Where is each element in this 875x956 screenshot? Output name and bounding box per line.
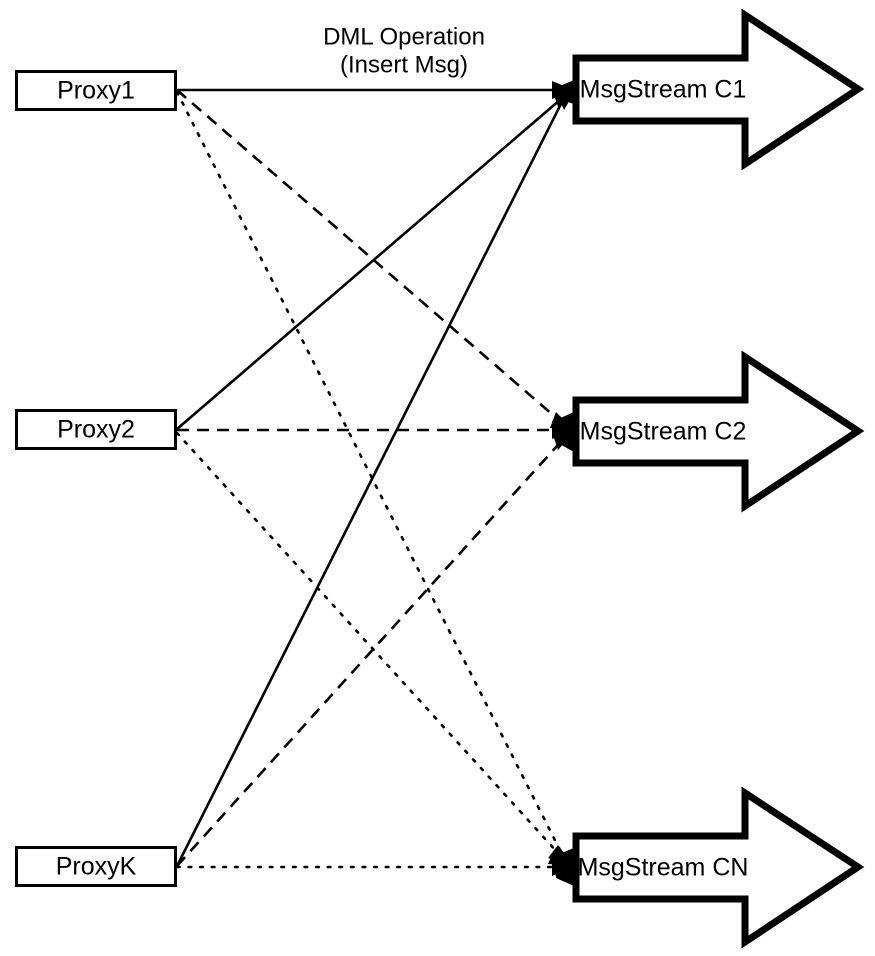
proxyk-box[interactable] — [15, 846, 177, 887]
msgstream-node-c1[interactable]: MsgStream C1 — [572, 8, 865, 171]
proxy2-box[interactable] — [15, 409, 177, 450]
proxy2-label: Proxy2 — [57, 416, 135, 444]
arrowhead-merge-c2 — [556, 412, 574, 452]
msgstream-group: MsgStream C1 MsgStream C2 MsgStream CN — [572, 8, 865, 949]
edge-proxyk-to-c1 — [175, 93, 568, 867]
msgstream-c2-label: MsgStream C2 — [580, 418, 747, 446]
msgstream-c1-arrow-shape[interactable] — [572, 8, 865, 171]
proxy-group: Proxy1 Proxy2 ProxyK — [15, 70, 177, 887]
proxy-node-proxy1[interactable]: Proxy1 — [15, 70, 177, 111]
edge-group — [175, 88, 572, 869]
dml-operation-label: DML Operation (Insert Msg) — [323, 23, 485, 78]
arrowhead-cluster-c1 — [552, 80, 574, 110]
edge-proxy2-to-c1 — [176, 92, 569, 430]
arrowhead-group — [548, 80, 574, 886]
arrowhead-merge-c1 — [556, 80, 574, 104]
arrowhead-cluster-c2 — [550, 412, 574, 452]
msgstream-cn-arrow-shape[interactable] — [572, 786, 865, 949]
msgstream-cn-label: MsgStream CN — [578, 854, 749, 882]
arrowhead-cluster-cn — [548, 845, 574, 886]
dml-operation-label-line2: (Insert Msg) — [340, 51, 468, 78]
arrowhead-merge-cn — [554, 848, 574, 886]
edge-proxy1-to-cn — [175, 90, 568, 864]
edge-proxy2-to-cn — [175, 431, 569, 865]
edge-proxyk-to-c2 — [176, 434, 568, 867]
proxyk-label: ProxyK — [56, 853, 137, 881]
proxy-node-proxyk[interactable]: ProxyK — [15, 846, 177, 887]
msgstream-c2-arrow-shape[interactable] — [572, 350, 865, 513]
edge-proxy1-to-c2 — [176, 89, 569, 429]
msgstream-node-c2[interactable]: MsgStream C2 — [572, 350, 865, 513]
proxy1-box[interactable] — [15, 70, 177, 111]
dml-operation-label-line1: DML Operation — [323, 23, 485, 50]
msgstream-c1-label: MsgStream C1 — [580, 76, 747, 104]
msgstream-node-cn[interactable]: MsgStream CN — [572, 786, 865, 949]
proxy-node-proxy2[interactable]: Proxy2 — [15, 409, 177, 450]
proxy1-label: Proxy1 — [57, 77, 135, 105]
